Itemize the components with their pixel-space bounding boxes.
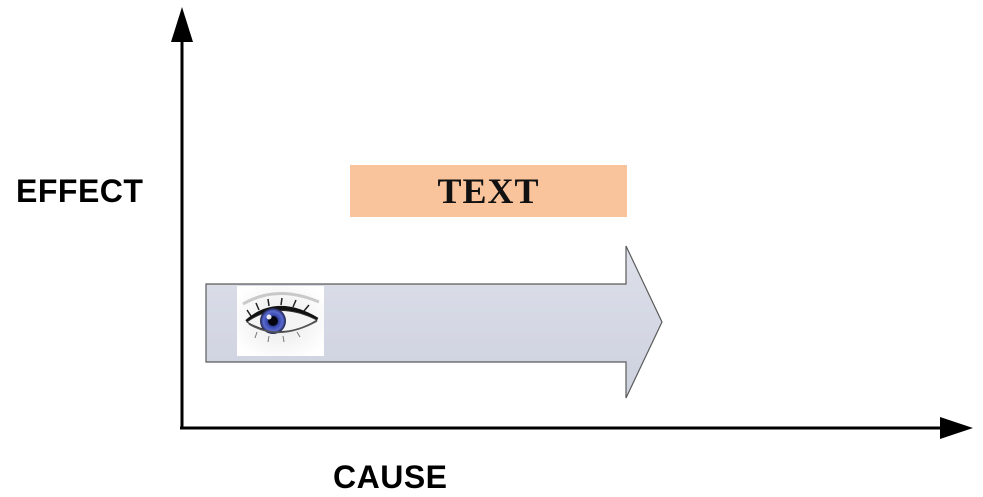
right-arrowhead-icon bbox=[940, 417, 973, 439]
eye-icon bbox=[237, 286, 324, 356]
x-axis-label: CAUSE bbox=[333, 459, 448, 495]
y-axis-label: EFFECT bbox=[16, 173, 144, 209]
eye-image bbox=[237, 286, 324, 356]
banner-box: TEXT bbox=[350, 165, 627, 217]
banner-text: TEXT bbox=[437, 171, 540, 211]
block-arrow-icon bbox=[205, 245, 663, 399]
up-arrowhead-icon bbox=[171, 7, 193, 42]
